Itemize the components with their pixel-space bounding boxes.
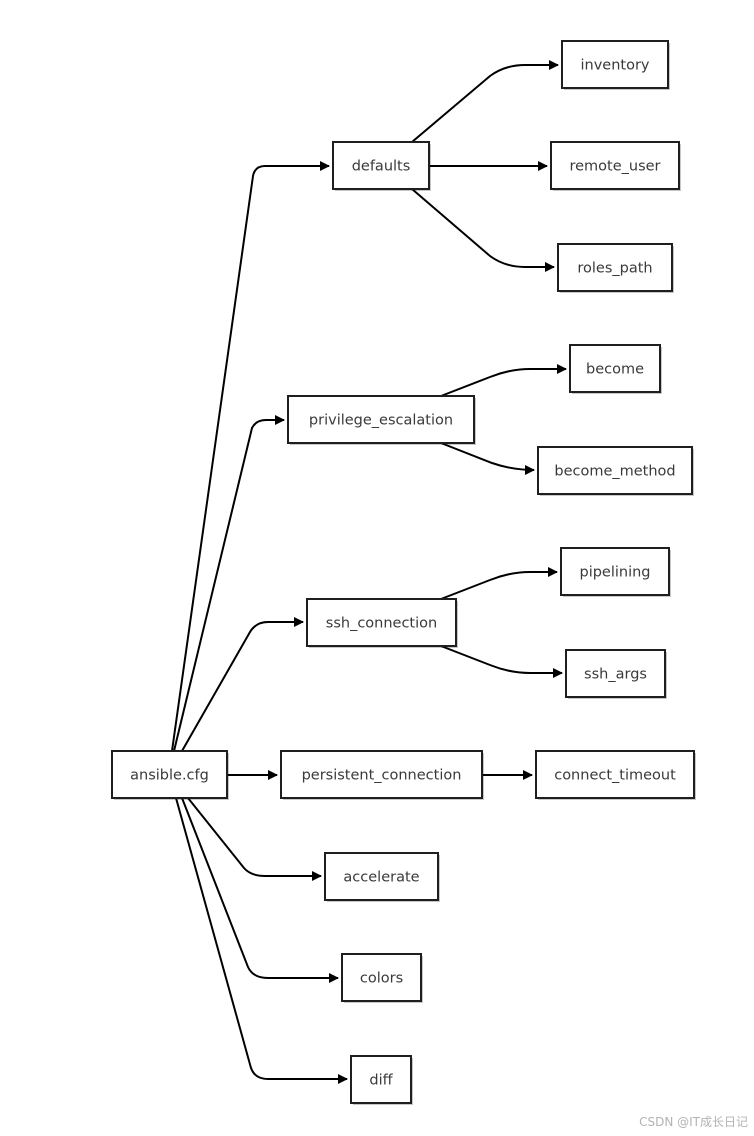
node-ansible-cfg: ansible.cfg [111, 750, 229, 800]
node-inventory: inventory [561, 40, 670, 90]
node-ssh-args: ssh_args [565, 649, 667, 699]
node-box [565, 649, 666, 698]
node-label: inventory [580, 58, 649, 74]
edges-layer [171, 60, 567, 1084]
edge-ansible-cfg-to-defaults [171, 161, 330, 752]
node-box [557, 243, 673, 292]
node-label: defaults [352, 159, 411, 175]
node-label: privilege_escalation [309, 413, 453, 429]
node-pipelining: pipelining [560, 547, 671, 597]
node-connect-timeout: connect_timeout [535, 750, 696, 800]
node-box [569, 344, 661, 393]
node-box [306, 598, 457, 647]
node-label: become [586, 362, 644, 378]
node-label: remote_user [569, 159, 660, 175]
node-box [111, 750, 228, 799]
node-defaults: defaults [332, 141, 431, 191]
node-colors: colors [341, 953, 423, 1003]
node-box [287, 395, 475, 444]
node-box [535, 750, 695, 799]
node-label: diff [369, 1073, 393, 1089]
node-box [324, 852, 439, 901]
edge-ansible-cfg-to-privilege-escalation [173, 415, 285, 752]
node-box [550, 141, 680, 190]
node-privilege-escalation: privilege_escalation [287, 395, 476, 445]
node-become-method: become_method [537, 446, 694, 496]
node-label: ssh_args [584, 667, 647, 683]
node-roles-path: roles_path [557, 243, 674, 293]
node-remote-user: remote_user [550, 141, 681, 191]
node-label: become_method [554, 464, 675, 480]
node-box [537, 446, 693, 495]
watermark-text: CSDN @IT成长日记 [639, 1115, 748, 1129]
edge-privilege-escalation-to-become [440, 364, 567, 397]
node-persistent-connection: persistent_connection [280, 750, 484, 800]
node-label: ansible.cfg [130, 768, 209, 784]
node-label: connect_timeout [554, 768, 676, 784]
node-label: colors [360, 971, 403, 987]
node-label: persistent_connection [302, 768, 462, 784]
node-box [561, 40, 669, 89]
edge-ansible-cfg-to-ssh-connection [181, 617, 304, 752]
edge-ansible-cfg-to-diff [175, 797, 348, 1084]
node-box [560, 547, 670, 596]
edge-defaults-to-roles-path [411, 188, 555, 272]
node-accelerate: accelerate [324, 852, 440, 902]
node-box [280, 750, 483, 799]
node-box [350, 1055, 412, 1104]
node-box [332, 141, 430, 190]
node-ssh-connection: ssh_connection [306, 598, 458, 648]
nodes-layer: ansible.cfg defaults privilege_escalations… [111, 40, 696, 1105]
edge-defaults-to-inventory [411, 60, 559, 143]
node-diff: diff [350, 1055, 413, 1105]
node-label: accelerate [343, 870, 419, 886]
node-label: ssh_connection [326, 616, 437, 632]
node-box [341, 953, 422, 1002]
edge-ssh-connection-to-pipelining [440, 567, 558, 600]
edge-ssh-connection-to-ssh-args [440, 645, 563, 678]
node-label: roles_path [577, 261, 652, 277]
edge-ansible-cfg-to-colors [181, 797, 339, 983]
edge-privilege-escalation-to-become-method [440, 442, 535, 475]
node-label: pipelining [579, 565, 650, 581]
node-become: become [569, 344, 662, 394]
edge-ansible-cfg-to-accelerate [187, 797, 322, 881]
